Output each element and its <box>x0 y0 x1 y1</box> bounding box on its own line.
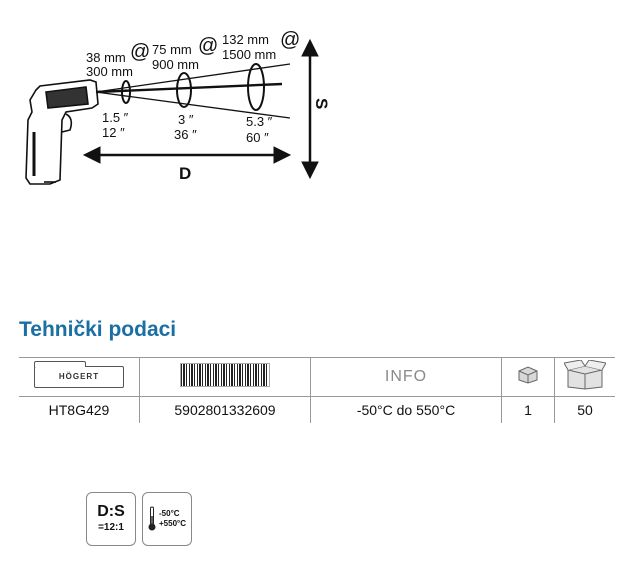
spot-3-size-mm: 132 mm <box>222 32 269 47</box>
spot-2-distance-in: 36 ″ <box>174 127 197 142</box>
qty-carton: 50 <box>554 396 615 423</box>
barcode-icon <box>139 357 311 397</box>
ds-ratio-badge: D:S =12:1 <box>86 492 136 546</box>
spot-1-at: @ <box>130 41 150 63</box>
ds-ratio: =12:1 <box>98 522 124 533</box>
spot-size-label: S <box>312 98 331 109</box>
spot-1-distance-in: 12 ″ <box>102 125 125 140</box>
spot-1-distance-mm: 300 mm <box>86 64 133 79</box>
carton-box-icon <box>554 357 615 397</box>
spot-3-size-in: 5.3 ″ <box>246 114 273 129</box>
specs-table: HÖGERT INFO HT8G429 5902801332609 -50°C … <box>19 357 615 423</box>
distance-spot-diagram: 38 mm @ 300 mm 75 mm @ 900 mm 132 mm @ 1… <box>25 29 331 185</box>
spot-3-at: @ <box>280 29 300 51</box>
qty-single: 1 <box>501 396 555 423</box>
table-header-row: HÖGERT INFO <box>19 357 615 397</box>
spot-2-at: @ <box>198 35 218 57</box>
brand-label-icon: HÖGERT <box>19 357 140 397</box>
info-header: INFO <box>310 357 502 397</box>
spot-2-size-mm: 75 mm <box>152 42 192 57</box>
spot-2-distance-mm: 900 mm <box>152 57 199 72</box>
temp-min: -50°C <box>159 509 180 518</box>
table-row: HT8G429 5902801332609 -50°C do 550°C 1 5… <box>19 396 615 423</box>
temp-max: +550°C <box>159 519 186 528</box>
measurement-beam <box>95 63 291 119</box>
ean-code: 5902801332609 <box>139 396 311 423</box>
spot-2-size-in: 3 ″ <box>178 112 194 127</box>
thermometer-gun-icon <box>25 79 99 185</box>
distance-arrow <box>82 146 292 164</box>
product-code: HT8G429 <box>48 402 110 418</box>
thermometer-icon <box>148 506 156 531</box>
spot-size-arrow <box>301 38 319 180</box>
spot-1-size-mm: 38 mm <box>86 50 126 65</box>
distance-label: D <box>179 164 191 183</box>
spot-3-distance-in: 60 ″ <box>246 130 269 145</box>
temperature-badge: -50°C +550°C <box>142 492 192 546</box>
feature-badges: D:S =12:1 -50°C +550°C <box>86 492 192 546</box>
temperature-range: -50°C do 550°C <box>310 396 502 423</box>
spot-3-distance-mm: 1500 mm <box>222 47 276 62</box>
spot-1-size-in: 1.5 ″ <box>102 110 129 125</box>
ds-label: D:S <box>97 503 125 520</box>
single-box-icon <box>501 357 555 397</box>
brand-name: HÖGERT <box>34 361 124 388</box>
section-title: Tehnički podaci <box>19 318 177 341</box>
